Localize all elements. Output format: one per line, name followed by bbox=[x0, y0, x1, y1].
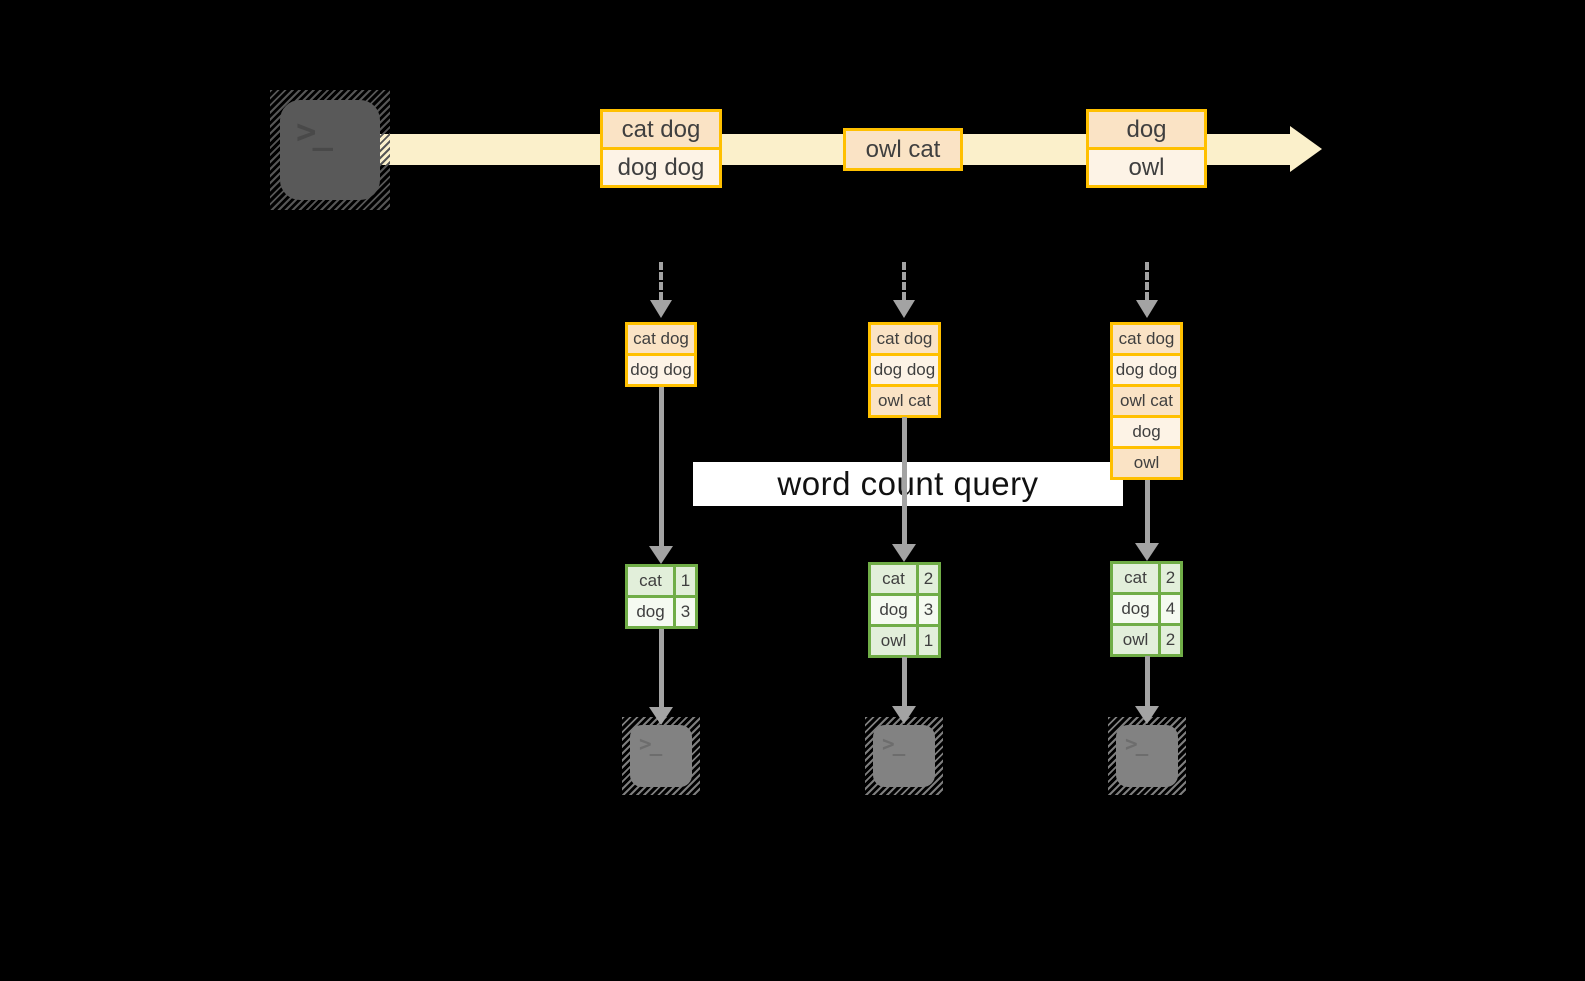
output-arrow-line bbox=[1145, 656, 1150, 706]
terminal-prompt-glyph: >_ bbox=[639, 732, 662, 756]
stream-item: cat dog bbox=[603, 112, 719, 147]
output-terminal-3: >_ bbox=[1108, 717, 1186, 795]
stream-arrow-head-icon bbox=[1290, 126, 1322, 172]
query-arrow-head-icon bbox=[1135, 543, 1159, 561]
result-table-2: cat 2 dog 3 owl 1 bbox=[868, 562, 941, 658]
terminal-icon: >_ bbox=[280, 100, 380, 200]
stream-item: owl cat bbox=[846, 131, 960, 168]
trigger-arrow-line bbox=[1145, 262, 1149, 300]
input-row: cat dog bbox=[871, 325, 938, 353]
stream-batch-1: cat dog dog dog bbox=[600, 109, 722, 188]
result-table-3: cat 2 dog 4 owl 2 bbox=[1110, 561, 1183, 657]
input-row: dog dog bbox=[628, 356, 694, 384]
stream-item: owl bbox=[1089, 150, 1204, 185]
input-row: owl bbox=[1113, 449, 1180, 477]
trigger-arrow-head-icon bbox=[650, 300, 672, 318]
query-arrow-line bbox=[1145, 480, 1150, 543]
word-cell: cat bbox=[1113, 564, 1158, 592]
terminal-icon: >_ bbox=[1116, 725, 1178, 787]
word-cell: dog bbox=[1113, 595, 1158, 623]
count-cell: 2 bbox=[919, 565, 938, 593]
terminal-icon: >_ bbox=[873, 725, 935, 787]
word-cell: dog bbox=[871, 596, 916, 624]
word-cell: owl bbox=[1113, 626, 1158, 654]
count-cell: 2 bbox=[1161, 626, 1180, 654]
terminal-icon: >_ bbox=[630, 725, 692, 787]
count-cell: 1 bbox=[676, 567, 695, 595]
count-cell: 3 bbox=[676, 598, 695, 626]
input-row: cat dog bbox=[1113, 325, 1180, 353]
count-cell: 1 bbox=[919, 627, 938, 655]
input-table-2: cat dog dog dog owl cat bbox=[868, 322, 941, 418]
terminal-prompt-glyph: >_ bbox=[1125, 732, 1148, 756]
word-cell: cat bbox=[871, 565, 916, 593]
input-row: owl cat bbox=[1113, 387, 1180, 415]
input-table-1: cat dog dog dog bbox=[625, 322, 697, 387]
source-terminal: >_ bbox=[270, 90, 390, 210]
input-row: dog bbox=[1113, 418, 1180, 446]
input-table-3: cat dog dog dog owl cat dog owl bbox=[1110, 322, 1183, 480]
stream-item: dog bbox=[1089, 112, 1204, 147]
query-arrow-head-icon bbox=[892, 544, 916, 562]
query-arrow-head-icon bbox=[649, 546, 673, 564]
input-row: dog dog bbox=[871, 356, 938, 384]
result-table-1: cat 1 dog 3 bbox=[625, 564, 698, 629]
input-row: cat dog bbox=[628, 325, 694, 353]
trigger-arrow-line bbox=[902, 262, 906, 300]
word-cell: cat bbox=[628, 567, 673, 595]
input-row: dog dog bbox=[1113, 356, 1180, 384]
output-arrow-head-icon bbox=[892, 706, 916, 724]
word-cell: owl bbox=[871, 627, 916, 655]
count-cell: 3 bbox=[919, 596, 938, 624]
output-arrow-line bbox=[902, 657, 907, 706]
trigger-arrow-head-icon bbox=[893, 300, 915, 318]
count-cell: 4 bbox=[1161, 595, 1180, 623]
query-arrow-line bbox=[902, 417, 907, 544]
input-row: owl cat bbox=[871, 387, 938, 415]
output-terminal-2: >_ bbox=[865, 717, 943, 795]
terminal-prompt-glyph: >_ bbox=[882, 732, 905, 756]
query-arrow-line bbox=[659, 387, 664, 546]
stream-batch-2: owl cat bbox=[843, 128, 963, 171]
stream-item: dog dog bbox=[603, 150, 719, 185]
terminal-prompt-glyph: >_ bbox=[296, 112, 333, 152]
count-cell: 2 bbox=[1161, 564, 1180, 592]
output-terminal-1: >_ bbox=[622, 717, 700, 795]
trigger-arrow-line bbox=[659, 262, 663, 300]
output-arrow-line bbox=[659, 629, 664, 707]
output-arrow-head-icon bbox=[1135, 706, 1159, 724]
query-banner: word count query bbox=[693, 462, 1123, 506]
trigger-arrow-head-icon bbox=[1136, 300, 1158, 318]
stream-batch-3: dog owl bbox=[1086, 109, 1207, 188]
query-label: word count query bbox=[777, 465, 1039, 502]
output-arrow-head-icon bbox=[649, 707, 673, 725]
word-cell: dog bbox=[628, 598, 673, 626]
